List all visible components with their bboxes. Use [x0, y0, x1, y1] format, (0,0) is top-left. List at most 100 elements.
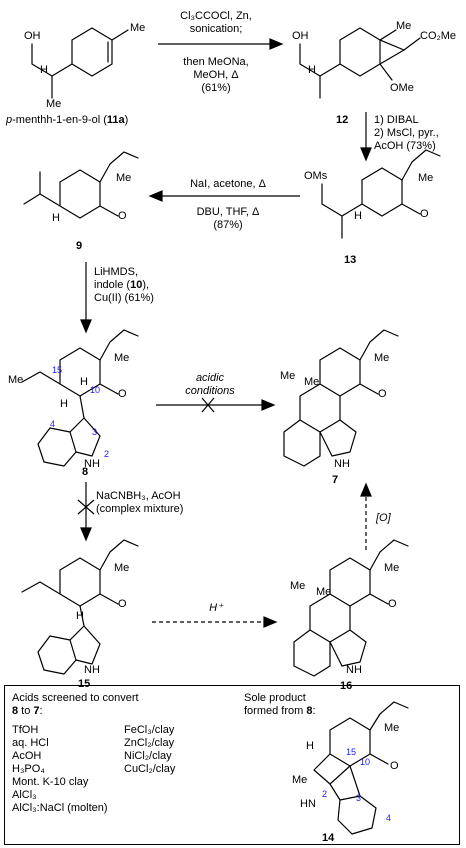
compound-label-9: 9 — [76, 240, 83, 252]
atom-label-me: Me — [290, 580, 306, 592]
atom-label-me: Me — [374, 352, 390, 364]
atom-number-10: 10 — [90, 385, 101, 395]
structure-13 — [321, 149, 441, 239]
acid-item: Mont. K-10 clay — [12, 776, 89, 788]
atom-label-o: O — [378, 388, 387, 400]
acid-item: AlCl₃ — [12, 789, 37, 801]
atom-label-h: H — [40, 64, 48, 76]
reagents-step-3-top: NaI, acetone, Δ — [190, 178, 266, 190]
atom-label-me: Me — [130, 22, 146, 34]
atom-number-15: 15 — [346, 747, 357, 757]
compound-label-15: 15 — [78, 678, 91, 690]
structure-12 — [299, 27, 421, 99]
atom-label-oh: OH — [292, 30, 309, 42]
acid-item: FeCl₃/clay — [124, 724, 175, 736]
atom-number-3: 3 — [356, 793, 362, 803]
atom-label-me: Me — [384, 722, 400, 734]
atom-label-me: Me — [396, 20, 412, 32]
structure-8 — [21, 329, 139, 467]
arrow-8-to-15 — [77, 482, 95, 542]
atom-label-h: H — [60, 398, 68, 410]
compound-label-16: 16 — [340, 680, 353, 692]
acid-item: AlCl₃:NaCl (molten) — [12, 802, 108, 814]
atom-label-o: O — [388, 598, 397, 610]
structure-14 — [313, 701, 409, 835]
reagents-step-1-workup: then MeONa, MeOH, Δ (61%) — [183, 56, 249, 94]
structure-9 — [23, 151, 139, 219]
arrow-8-to-7 — [156, 397, 276, 413]
acid-item: ZnCl₂/clay — [124, 737, 175, 749]
arrow-12-to-13 — [360, 112, 372, 162]
atom-label-me: Me — [8, 374, 24, 386]
acid-item: AcOH — [12, 750, 42, 762]
atom-label-o: O — [420, 208, 429, 220]
compound-label-14: 14 — [322, 832, 335, 844]
atom-number-4: 4 — [386, 813, 392, 823]
acid-item: aq. HCl — [12, 737, 49, 749]
acid-item: H₃PO₄ — [12, 763, 45, 775]
acid-screen-title: Acids screened to convert 8 to 7: — [12, 692, 139, 717]
atom-label-me: Me — [418, 172, 434, 184]
atom-label-h: H — [76, 610, 84, 622]
atom-label-me: Me — [316, 586, 332, 598]
compound-label-8: 8 — [82, 466, 89, 478]
atom-label-h: H — [354, 210, 362, 222]
atom-label-o: O — [118, 210, 127, 222]
atom-label-oms: OMs — [304, 170, 328, 182]
atom-label-me: Me — [116, 172, 132, 184]
atom-label-me: Me — [46, 98, 62, 110]
atom-label-h: H — [52, 212, 60, 224]
atom-label-o: O — [118, 598, 127, 610]
atom-label-nh: NH — [84, 458, 100, 470]
acid-item: CuCl₂/clay — [124, 763, 176, 775]
reagents-reduction: NaCNBH₃, AcOH (complex mixture) — [96, 490, 184, 515]
atom-label-me: Me — [114, 562, 130, 574]
compound-label-11a: p-menthh-1-en-9-ol (11a) — [6, 114, 129, 126]
acid-screen-box — [4, 685, 460, 845]
structure-16 — [293, 539, 409, 677]
acid-item: TfOH — [12, 724, 39, 736]
atom-number-15: 15 — [52, 365, 63, 375]
arrow-15-to-16 — [152, 616, 278, 628]
sole-product-caption: Sole product formed from 8: — [244, 692, 316, 717]
atom-label-co2me: CO₂Me — [420, 30, 457, 42]
atom-label-h: H — [306, 740, 314, 752]
structure-7 — [283, 329, 399, 467]
acid-item: NiCl₂/clay — [124, 750, 172, 762]
structure-11a — [31, 27, 129, 99]
acid-list-right: FeCl₃/clay ZnCl₂/clay NiCl₂/clay CuCl₂/c… — [124, 724, 175, 776]
atom-number-2: 2 — [322, 789, 328, 799]
reagents-step-4: LiHMDS, indole (10), Cu(II) (61%) — [94, 266, 154, 304]
atom-number-10: 10 — [360, 757, 371, 767]
atom-label-me: Me — [292, 774, 308, 786]
reagents-step-3-bottom: DBU, THF, Δ (87%) — [196, 206, 260, 231]
compound-label-13: 13 — [344, 254, 357, 266]
arrow-9-to-8 — [80, 262, 92, 334]
atom-label-nh: NH — [84, 664, 100, 676]
reagent-acid: H⁺ — [209, 602, 223, 614]
atom-number-2: 2 — [104, 449, 110, 459]
atom-label-me: Me — [114, 352, 130, 364]
reagents-step-1: Cl₃CCOCl, Zn, sonication; — [180, 10, 252, 35]
atom-label-h: H — [308, 64, 316, 76]
acid-list-left: TfOH aq. HCl AcOH H₃PO₄ Mont. K-10 clay … — [12, 724, 108, 815]
atom-label-o: O — [118, 388, 127, 400]
atom-number-3: 3 — [92, 427, 98, 437]
atom-label-o: O — [390, 760, 399, 772]
compound-label-7: 7 — [332, 474, 339, 486]
atom-number-4: 4 — [50, 419, 56, 429]
arrow-16-to-7 — [360, 482, 372, 550]
atom-label-ome: OMe — [390, 82, 414, 94]
conditions-acidic: acidic conditions — [185, 372, 235, 397]
atom-label-nh: NH — [346, 664, 362, 676]
atom-label-h: H — [80, 376, 88, 388]
arrow-11a-to-12 — [158, 38, 284, 50]
reagent-oxidation: [O] — [376, 512, 391, 524]
reagents-step-2: 1) DIBAL 2) MsCl, pyr., AcOH (73%) — [374, 114, 439, 152]
atom-label-me: Me — [280, 370, 296, 382]
atom-label-me: Me — [384, 562, 400, 574]
atom-label-oh: OH — [24, 30, 41, 42]
atom-label-nh: NH — [334, 458, 350, 470]
atom-label-me: Me — [304, 376, 320, 388]
